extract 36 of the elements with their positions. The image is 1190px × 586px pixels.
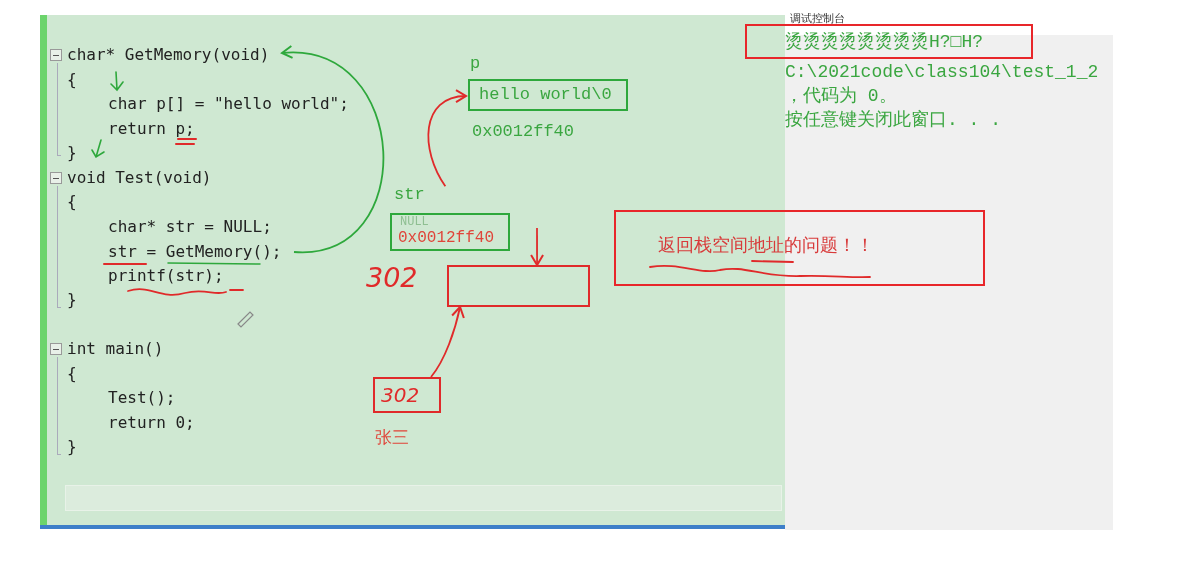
code-line: Test(); bbox=[108, 388, 176, 408]
code-line: void Test(void) bbox=[67, 168, 212, 188]
code-line: { bbox=[67, 364, 77, 384]
code-line: } bbox=[67, 290, 77, 310]
handwritten-number: 302 bbox=[366, 262, 418, 293]
address-value: 0x0012ff40 bbox=[398, 229, 494, 247]
code-line: char* GetMemory(void) bbox=[67, 45, 270, 65]
name-label: 张三 bbox=[375, 426, 409, 449]
note-box: 返回栈空间地址的问题！！ bbox=[614, 210, 985, 286]
console-text: ，代码为 0。 bbox=[785, 85, 897, 107]
arrow bbox=[281, 46, 385, 253]
arrow bbox=[530, 227, 545, 266]
address-label: 0x0012ff40 bbox=[472, 122, 575, 141]
code-line: return 0; bbox=[108, 413, 195, 433]
code-line: char p[] = "hello world"; bbox=[108, 94, 349, 114]
console-text: 按任意键关闭此窗口. . . bbox=[785, 109, 1001, 131]
code-line: { bbox=[67, 192, 77, 212]
code-line: return p; bbox=[108, 119, 195, 139]
console-text: C:\2021code\class104\test_1_2 bbox=[785, 61, 1099, 83]
code-line: printf(str); bbox=[108, 266, 224, 286]
window-title: 调试控制台 bbox=[790, 11, 845, 26]
code-line: } bbox=[67, 143, 77, 163]
arrow bbox=[429, 306, 465, 378]
highlight-box: 烫烫烫烫烫烫烫烫H?□H? bbox=[745, 24, 1033, 59]
memory-box: hello world\0 bbox=[468, 79, 628, 111]
code-line: } bbox=[67, 437, 77, 457]
code-line: int main() bbox=[67, 339, 164, 359]
code-line: str = GetMemory(); bbox=[108, 242, 282, 262]
variable-name: p bbox=[470, 55, 481, 73]
number-box: 302 bbox=[373, 377, 441, 413]
code-line: char* str = NULL; bbox=[108, 217, 272, 237]
old-value: NULL bbox=[400, 216, 429, 229]
arrow bbox=[427, 89, 467, 187]
code-line: { bbox=[67, 70, 77, 90]
variable-name: str bbox=[394, 186, 425, 204]
memory-box bbox=[447, 265, 590, 307]
